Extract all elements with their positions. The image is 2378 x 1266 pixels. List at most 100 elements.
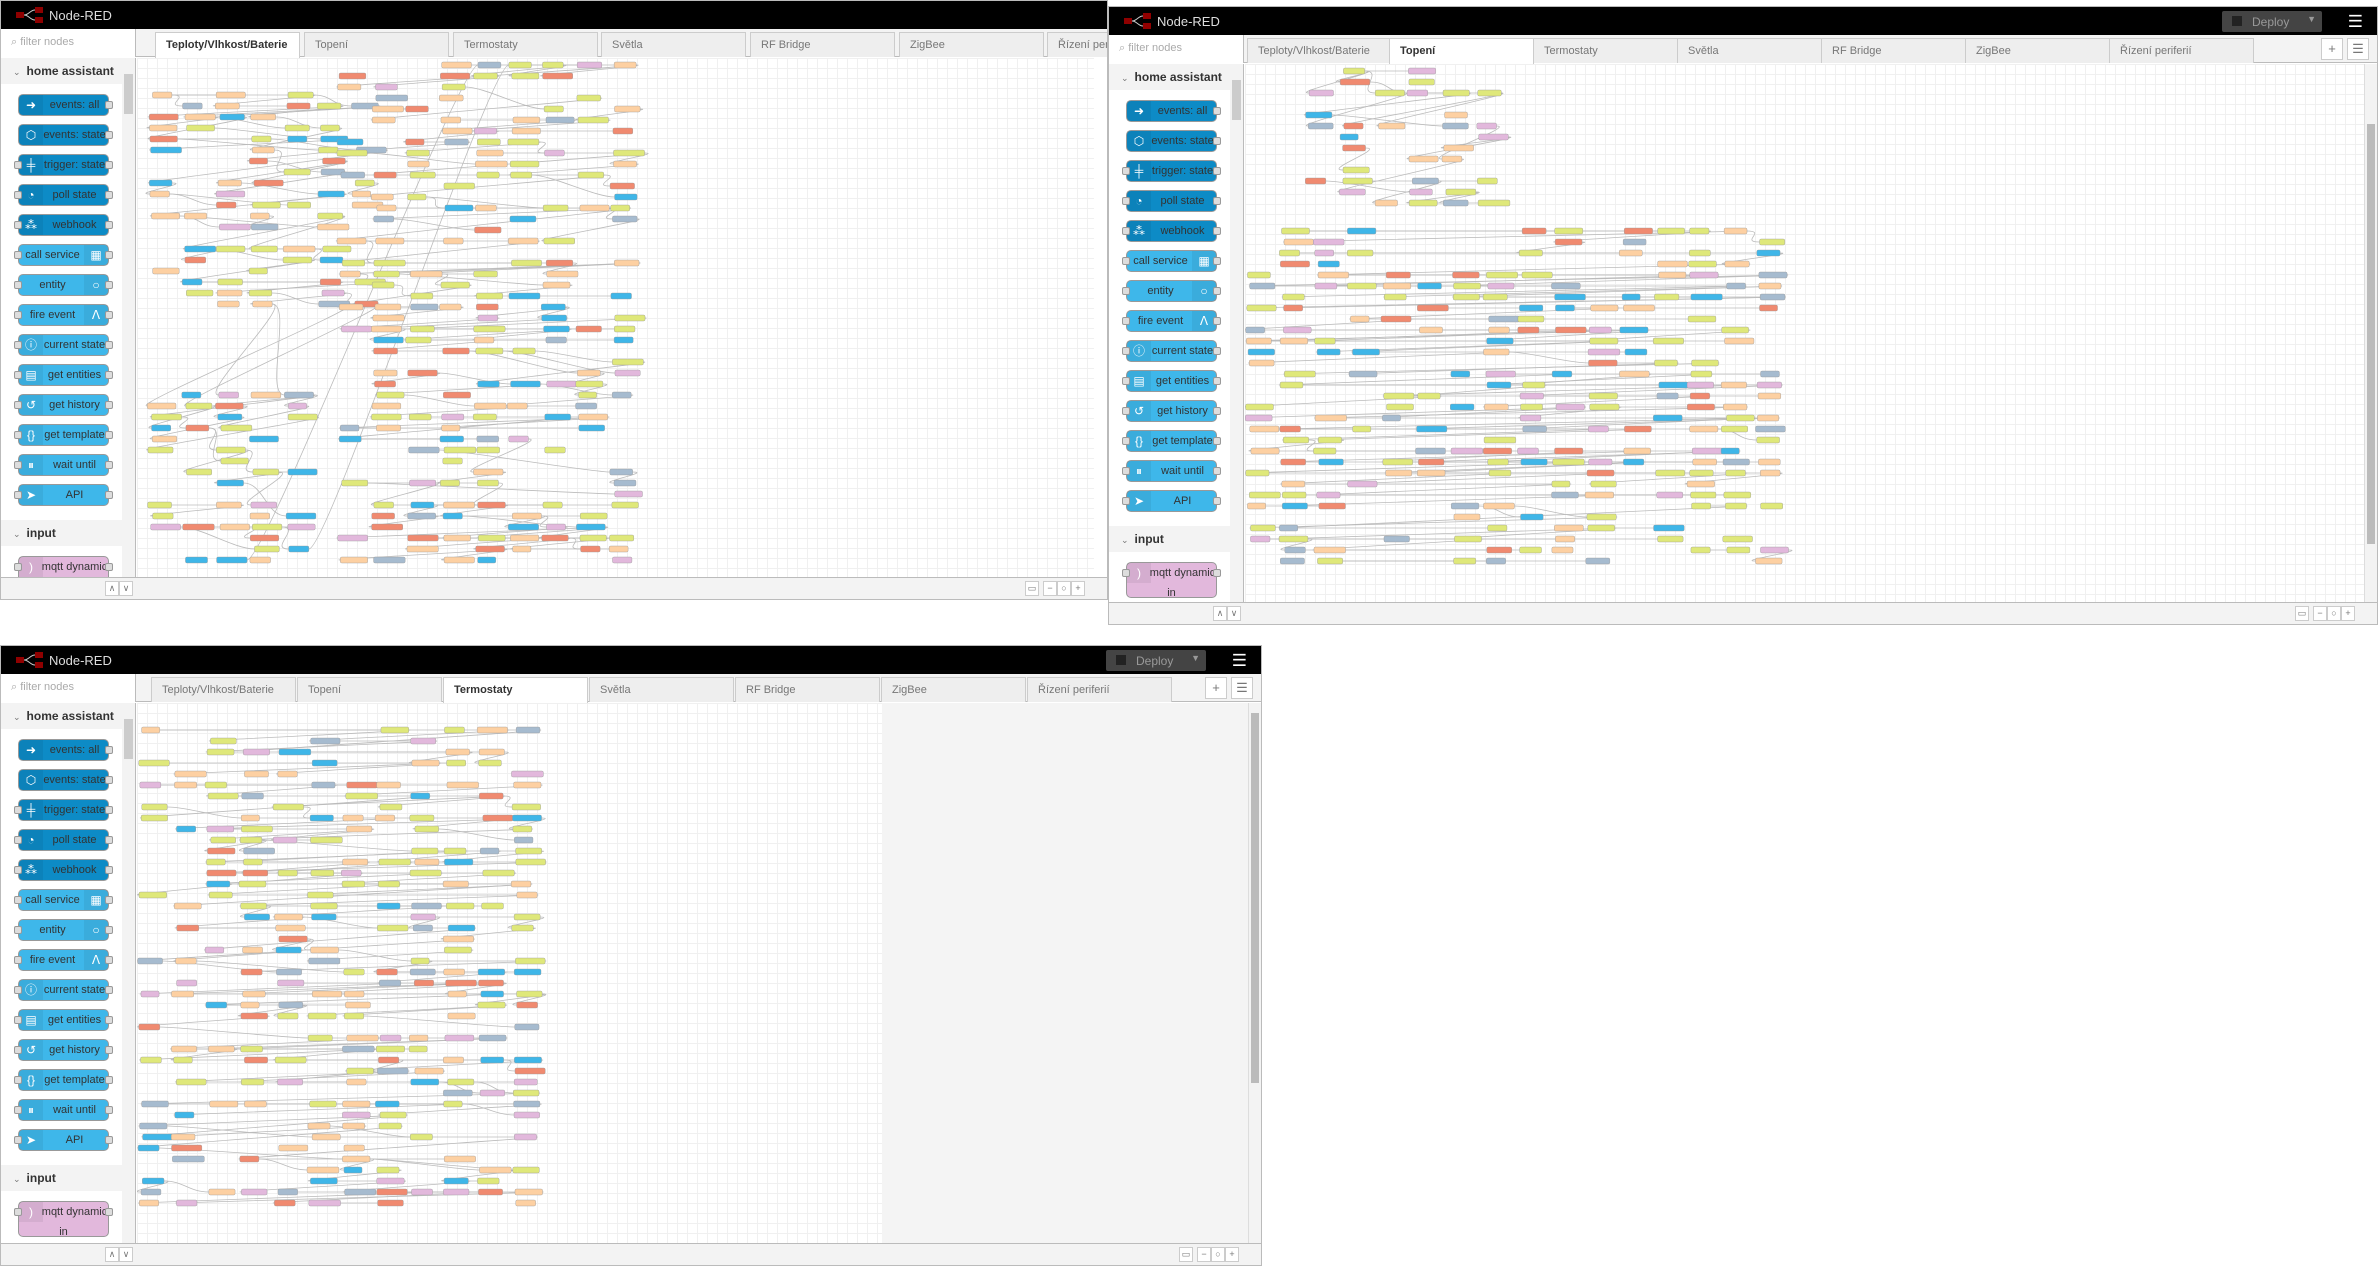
navigator-icon[interactable]: ▭ — [2295, 606, 2309, 621]
palette-node-events-all[interactable]: ➜events: all — [18, 94, 113, 116]
palette-node-entity[interactable]: ○entity — [14, 919, 113, 941]
palette-node-poll-state[interactable]: ◔poll state — [1122, 190, 1221, 212]
palette-node-webhook[interactable]: ⁂webhook — [14, 859, 113, 881]
palette-node-get-history[interactable]: ↺get history — [14, 1039, 113, 1061]
palette-node-wait-until[interactable]: ⏸wait until — [14, 1099, 113, 1121]
tab-0[interactable]: Teploty/Vlhkost/Baterie — [151, 677, 296, 702]
navigator-icon[interactable]: ▭ — [1025, 581, 1039, 596]
palette-node-mqtt-dynamic-in[interactable]: )mqtt dynamic in — [1122, 562, 1221, 599]
zoom-in-icon[interactable]: + — [1071, 581, 1085, 596]
palette-node-get-history[interactable]: ↺get history — [14, 394, 113, 416]
palette-category[interactable]: ⌄input — [1, 520, 123, 546]
zoom-out-icon[interactable]: − — [1197, 1247, 1211, 1262]
flow-canvas[interactable] — [137, 58, 1094, 577]
palette-collapse-icon[interactable]: ∧ — [105, 1247, 119, 1262]
tab-2[interactable]: Termostaty — [443, 677, 588, 703]
zoom-in-icon[interactable]: + — [1225, 1247, 1239, 1262]
filter-nodes-input[interactable]: ⌕ filter nodes — [1109, 35, 1244, 63]
palette-node-poll-state[interactable]: ◔poll state — [14, 184, 113, 206]
filter-nodes-input[interactable]: ⌕ filter nodes — [1, 674, 136, 702]
palette-expand-icon[interactable]: ∨ — [119, 581, 133, 596]
palette-node-events-state[interactable]: ⬡events: state — [18, 124, 113, 146]
palette-scrollbar[interactable] — [122, 703, 135, 1243]
palette-category[interactable]: ⌄home assistant — [1, 58, 123, 84]
tab-3[interactable]: Světla — [589, 677, 734, 702]
palette-expand-icon[interactable]: ∨ — [119, 1247, 133, 1262]
palette-scrollbar[interactable] — [122, 58, 135, 577]
caret-down-icon[interactable]: ▼ — [2307, 14, 2316, 24]
tab-1[interactable]: Topení — [1389, 38, 1534, 64]
caret-down-icon[interactable]: ▼ — [1191, 653, 1200, 663]
palette-node-mqtt-dynamic-in[interactable]: )mqtt dynamic in — [14, 556, 113, 577]
tab-3[interactable]: Světla — [601, 32, 746, 57]
palette-node-mqtt-dynamic-in[interactable]: )mqtt dynamic in — [14, 1201, 113, 1238]
tab-4[interactable]: RF Bridge — [735, 677, 880, 702]
tab-2[interactable]: Termostaty — [1533, 38, 1678, 63]
zoom-out-icon[interactable]: − — [1043, 581, 1057, 596]
palette-node-webhook[interactable]: ⁂webhook — [1122, 220, 1221, 242]
palette-node-get-history[interactable]: ↺get history — [1122, 400, 1221, 422]
tab-4[interactable]: RF Bridge — [750, 32, 895, 57]
palette-node-entity[interactable]: ○entity — [14, 274, 113, 296]
canvas-scrollbar[interactable] — [2364, 64, 2377, 602]
tab-6[interactable]: Řízení periferií — [2109, 38, 2254, 63]
palette-node-call-service[interactable]: ▦call service — [14, 244, 113, 266]
palette-node-call-service[interactable]: ▦call service — [1122, 250, 1221, 272]
palette-node-get-template[interactable]: {}get template — [1122, 430, 1221, 452]
palette-node-wait-until[interactable]: ⏸wait until — [14, 454, 113, 476]
tab-0[interactable]: Teploty/Vlhkost/Baterie — [155, 32, 300, 58]
hamburger-menu-icon[interactable]: ☰ — [1231, 651, 1247, 670]
palette-node-events-all[interactable]: ➜events: all — [18, 739, 113, 761]
palette-collapse-icon[interactable]: ∧ — [105, 581, 119, 596]
navigator-icon[interactable]: ▭ — [1179, 1247, 1193, 1262]
palette-collapse-icon[interactable]: ∧ — [1213, 606, 1227, 621]
tab-1[interactable]: Topení — [297, 677, 442, 702]
palette-category[interactable]: ⌄home assistant — [1, 703, 123, 729]
palette-node-trigger-state[interactable]: ╪trigger: state — [1122, 160, 1221, 182]
tab-1[interactable]: Topení — [304, 32, 449, 57]
palette-node-poll-state[interactable]: ◔poll state — [14, 829, 113, 851]
palette-node-events-all[interactable]: ➜events: all — [1126, 100, 1221, 122]
add-tab-icon[interactable]: + — [2321, 38, 2343, 60]
palette-node-api[interactable]: ➤API — [14, 484, 113, 506]
zoom-reset-icon[interactable]: ○ — [1057, 581, 1071, 596]
tab-list-icon[interactable]: ☰ — [1231, 677, 1253, 699]
zoom-reset-icon[interactable]: ○ — [2327, 606, 2341, 621]
zoom-in-icon[interactable]: + — [2341, 606, 2355, 621]
hamburger-menu-icon[interactable]: ☰ — [2347, 12, 2363, 31]
palette-node-get-entities[interactable]: ▤get entities — [14, 1009, 113, 1031]
palette-node-get-template[interactable]: {}get template — [14, 1069, 113, 1091]
palette-node-get-entities[interactable]: ▤get entities — [1122, 370, 1221, 392]
palette-node-events-state[interactable]: ⬡events: state — [18, 769, 113, 791]
zoom-reset-icon[interactable]: ○ — [1211, 1247, 1225, 1262]
palette-node-trigger-state[interactable]: ╪trigger: state — [14, 154, 113, 176]
tab-5[interactable]: ZigBee — [881, 677, 1026, 702]
palette-node-events-state[interactable]: ⬡events: state — [1126, 130, 1221, 152]
palette-node-entity[interactable]: ○entity — [1122, 280, 1221, 302]
tab-5[interactable]: ZigBee — [1965, 38, 2110, 63]
filter-nodes-input[interactable]: ⌕ filter nodes — [1, 29, 136, 57]
palette-node-webhook[interactable]: ⁂webhook — [14, 214, 113, 236]
palette-node-trigger-state[interactable]: ╪trigger: state — [14, 799, 113, 821]
tab-2[interactable]: Termostaty — [453, 32, 598, 57]
zoom-out-icon[interactable]: − — [2313, 606, 2327, 621]
deploy-button[interactable]: Deploy▼ — [1106, 650, 1206, 671]
deploy-button[interactable]: Deploy▼ — [2222, 11, 2322, 32]
tab-list-icon[interactable]: ☰ — [2347, 38, 2369, 60]
palette-node-call-service[interactable]: ▦call service — [14, 889, 113, 911]
palette-category[interactable]: ⌄input — [1109, 526, 1231, 552]
palette-scrollbar[interactable] — [1230, 64, 1243, 602]
palette-category[interactable]: ⌄input — [1, 1165, 123, 1191]
tab-4[interactable]: RF Bridge — [1821, 38, 1966, 63]
palette-node-wait-until[interactable]: ⏸wait until — [1122, 460, 1221, 482]
palette-node-get-template[interactable]: {}get template — [14, 424, 113, 446]
tab-0[interactable]: Teploty/Vlhkost/Baterie — [1247, 38, 1392, 63]
tab-5[interactable]: ZigBee — [899, 32, 1044, 57]
canvas-scrollbar[interactable] — [1248, 703, 1261, 1243]
